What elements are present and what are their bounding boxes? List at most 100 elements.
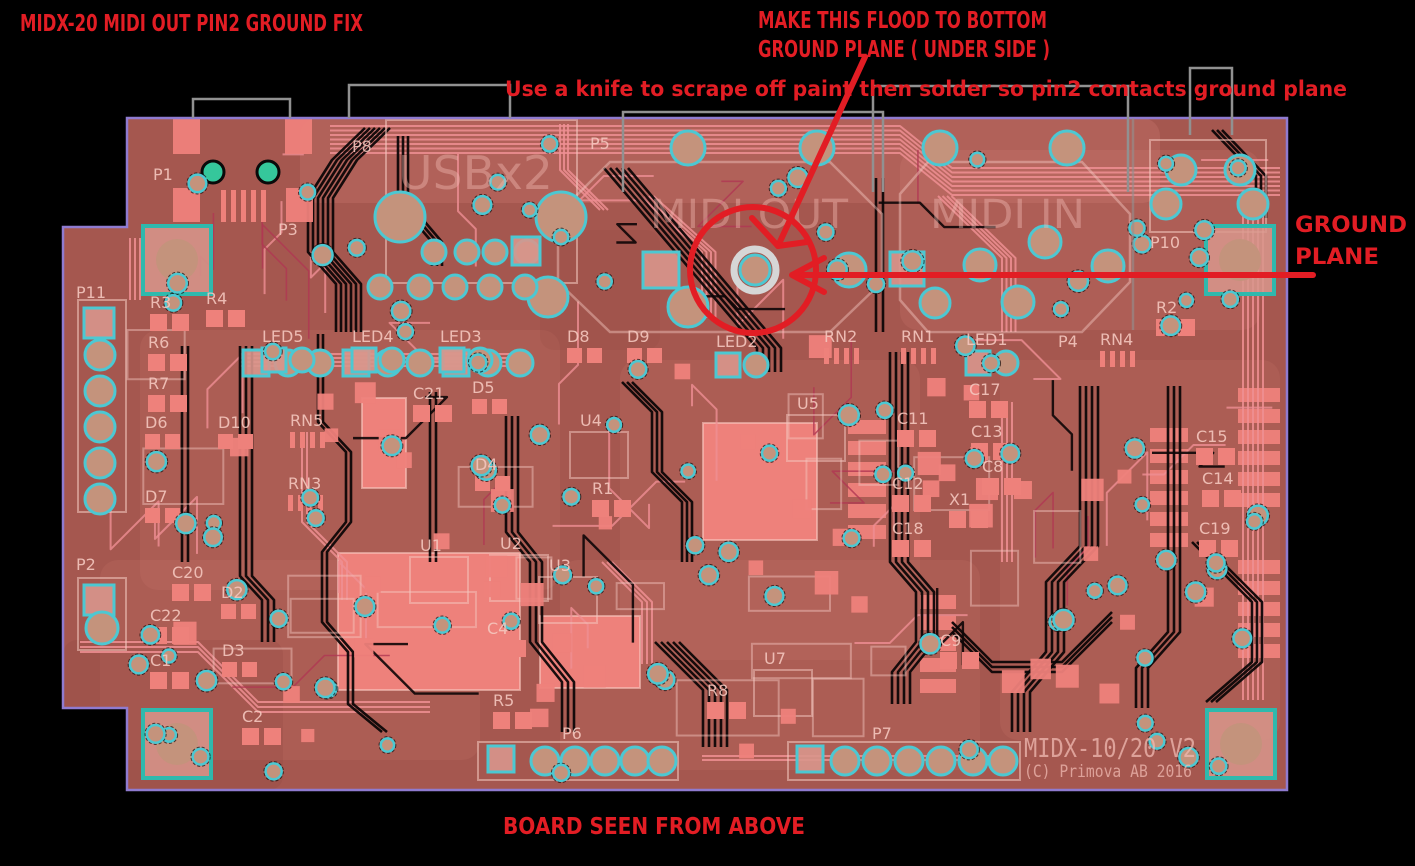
smd-pad bbox=[814, 570, 839, 595]
passive-pad bbox=[172, 584, 189, 601]
diode-pad bbox=[145, 434, 160, 449]
smd-pad bbox=[530, 708, 549, 728]
flood-pointer-line bbox=[775, 54, 868, 249]
smd-pad bbox=[433, 533, 450, 550]
led-pad bbox=[438, 346, 466, 374]
component-label-u7: U7 bbox=[764, 649, 786, 668]
via bbox=[1128, 219, 1146, 237]
passive-pad bbox=[1221, 540, 1238, 557]
via-ring bbox=[697, 563, 721, 587]
component-label-p3: P3 bbox=[278, 220, 298, 239]
passive-pad bbox=[892, 540, 909, 557]
via-ring bbox=[539, 134, 560, 154]
resistor-network-pad bbox=[834, 348, 839, 364]
diode-pad bbox=[238, 434, 253, 449]
trace bbox=[678, 641, 729, 747]
passive-pad bbox=[487, 640, 504, 657]
via bbox=[314, 677, 336, 699]
trace bbox=[1034, 491, 1054, 558]
via-ring bbox=[595, 272, 614, 291]
pin2-highlight-circle bbox=[687, 204, 819, 336]
via-ring bbox=[1205, 552, 1227, 574]
resistor-network-pad bbox=[300, 432, 305, 448]
via-ring bbox=[1135, 713, 1155, 733]
via-ring bbox=[1183, 580, 1208, 604]
trace bbox=[1010, 386, 1082, 732]
via bbox=[964, 448, 985, 469]
via bbox=[562, 487, 581, 506]
trace bbox=[244, 346, 270, 642]
usb-pin-pad bbox=[511, 273, 539, 301]
p11-pad bbox=[83, 338, 117, 372]
din-pin-pad bbox=[1048, 129, 1086, 167]
component-label-p8: P8 bbox=[352, 137, 372, 156]
component-label-d5: D5 bbox=[472, 378, 495, 397]
via bbox=[347, 238, 366, 257]
passive-pad bbox=[1199, 540, 1216, 557]
p7-silk-box bbox=[787, 741, 1021, 781]
via-ring bbox=[492, 495, 512, 515]
trace bbox=[582, 534, 635, 643]
smd-pad bbox=[1099, 683, 1120, 704]
component-label-d6: D6 bbox=[145, 413, 168, 432]
via bbox=[1136, 714, 1154, 732]
passive-pad bbox=[172, 672, 189, 689]
trace bbox=[813, 337, 853, 436]
diode-pad bbox=[242, 662, 257, 677]
board-outline bbox=[61, 116, 1289, 792]
via bbox=[1178, 292, 1195, 309]
via-ring bbox=[1156, 154, 1176, 173]
via bbox=[529, 424, 550, 445]
usb-contact-finger bbox=[251, 190, 256, 222]
via bbox=[1160, 315, 1182, 337]
pad-stack-bar bbox=[848, 441, 886, 455]
din-pin-pad bbox=[373, 190, 427, 244]
usb-contact-finger bbox=[241, 190, 246, 222]
component-label-d3: D3 bbox=[222, 641, 245, 660]
trace bbox=[621, 381, 684, 562]
via-ring bbox=[186, 172, 209, 195]
via-ring bbox=[1147, 731, 1167, 751]
component-label-c14: C14 bbox=[1202, 469, 1234, 488]
via-ring bbox=[874, 400, 895, 421]
via bbox=[306, 509, 325, 528]
smd-pad bbox=[1055, 664, 1079, 688]
passive-pad bbox=[172, 627, 189, 644]
smd-pad bbox=[354, 382, 376, 404]
diode-pad bbox=[218, 434, 233, 449]
usb-mount-pin bbox=[255, 159, 281, 185]
via-ring bbox=[958, 738, 980, 761]
silk-component-outline bbox=[142, 447, 225, 506]
resistor-network-pad bbox=[318, 495, 323, 511]
resistor-network-pad bbox=[901, 348, 906, 364]
component-label-x1: X1 bbox=[949, 490, 970, 509]
via-ring bbox=[1231, 627, 1254, 650]
component-label-r5: R5 bbox=[493, 691, 514, 710]
via-ring bbox=[353, 595, 377, 619]
passive-pad bbox=[242, 728, 259, 745]
component-label-c15: C15 bbox=[1196, 427, 1228, 446]
component-label-r6: R6 bbox=[148, 333, 169, 352]
via bbox=[1052, 300, 1070, 318]
resistor-network-pad bbox=[298, 495, 303, 511]
via bbox=[837, 404, 861, 427]
via bbox=[390, 300, 412, 322]
via-ring bbox=[586, 576, 606, 596]
component-label-led2: LED2 bbox=[716, 332, 758, 351]
trace bbox=[331, 127, 391, 332]
via-ring bbox=[380, 434, 404, 458]
passive-pad bbox=[969, 401, 986, 418]
via-ring bbox=[471, 193, 494, 217]
resistor-network-pad bbox=[931, 348, 936, 364]
silk-component-outline bbox=[870, 645, 907, 677]
midi-in-connector-outline bbox=[871, 84, 1130, 192]
component-label-c1: C1 bbox=[150, 651, 171, 670]
usb-shield-pad bbox=[285, 118, 312, 154]
trace bbox=[330, 147, 1280, 192]
component-label-c19: C19 bbox=[1199, 519, 1231, 538]
via-ring bbox=[604, 415, 624, 434]
flood-pointer-arrowhead bbox=[749, 215, 810, 249]
component-label-d9: D9 bbox=[627, 327, 650, 346]
usb-pin-pad bbox=[476, 273, 504, 301]
via bbox=[628, 359, 648, 379]
